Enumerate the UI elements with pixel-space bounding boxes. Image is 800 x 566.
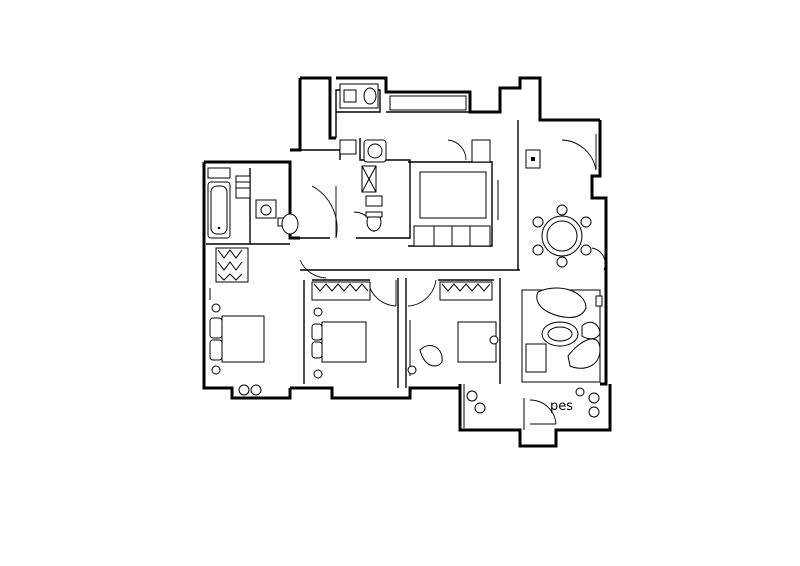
dining-chair-icon bbox=[580, 216, 592, 228]
washbasin-icon bbox=[255, 199, 277, 219]
dining-chair-icon bbox=[556, 204, 568, 216]
bed-icon bbox=[457, 321, 497, 363]
coffee-table-icon bbox=[541, 321, 579, 347]
outer-walls bbox=[202, 76, 612, 448]
bathtub-icon bbox=[207, 181, 231, 239]
kitchen-island-icon bbox=[419, 171, 487, 219]
sofa-icon bbox=[567, 338, 601, 369]
door-swing-kitchen bbox=[447, 139, 467, 161]
washer-icon bbox=[363, 139, 387, 163]
wardrobe-icon bbox=[439, 281, 493, 301]
dining-table-icon bbox=[541, 215, 583, 257]
fridge-icon bbox=[471, 139, 491, 163]
sink-icon bbox=[339, 139, 357, 155]
living-room bbox=[521, 287, 603, 383]
door-swing-corridor bbox=[299, 259, 327, 279]
door-swing-living bbox=[591, 247, 606, 271]
plant-icon bbox=[474, 402, 486, 414]
sideboard-icon bbox=[525, 343, 547, 373]
bath-cabinet-icon bbox=[235, 175, 251, 199]
interior-walls bbox=[206, 89, 520, 388]
dining-chair-icon bbox=[532, 244, 544, 256]
utility-room bbox=[339, 83, 387, 232]
door-swing-master-bath bbox=[311, 185, 338, 239]
dining-chair-icon bbox=[580, 244, 592, 256]
master-bedroom bbox=[209, 247, 265, 375]
bedroom-3 bbox=[407, 281, 499, 376]
plant-icon bbox=[250, 384, 262, 396]
dining-area bbox=[532, 204, 592, 268]
lamp-icon bbox=[313, 307, 323, 317]
pes-patio: pes bbox=[238, 384, 600, 430]
bath-shelf-icon bbox=[207, 167, 231, 179]
door-swing-bed3 bbox=[407, 279, 437, 307]
plant-icon bbox=[575, 387, 585, 397]
door-swing-main-entry bbox=[561, 139, 597, 171]
dining-chair-icon bbox=[556, 256, 568, 268]
door-swing-bed2 bbox=[367, 281, 397, 307]
door-swing-pes bbox=[529, 399, 557, 425]
kitchen-cabinet-top-icon bbox=[389, 95, 467, 111]
kitchen bbox=[389, 95, 541, 247]
lamp-icon bbox=[313, 369, 323, 379]
bedroom-2 bbox=[311, 281, 371, 379]
armchair-icon bbox=[536, 287, 587, 318]
plant-icon bbox=[466, 390, 478, 402]
pes-label: pes bbox=[550, 399, 573, 414]
desk-chair-icon bbox=[419, 345, 443, 367]
plant-icon bbox=[588, 406, 600, 418]
plant-icon bbox=[588, 392, 600, 404]
wardrobe-icon bbox=[311, 281, 371, 301]
bath2-basin-icon bbox=[365, 195, 383, 207]
doors bbox=[299, 134, 606, 425]
plant-icon bbox=[238, 384, 250, 396]
lamp-icon bbox=[211, 365, 221, 375]
lamp-icon bbox=[211, 303, 221, 313]
bathroom-1 bbox=[207, 167, 299, 239]
bed-icon bbox=[221, 315, 265, 363]
lamp-icon bbox=[489, 335, 499, 345]
bed-icon bbox=[321, 321, 367, 363]
dining-chair-icon bbox=[532, 216, 544, 228]
toilet-icon bbox=[281, 213, 299, 235]
